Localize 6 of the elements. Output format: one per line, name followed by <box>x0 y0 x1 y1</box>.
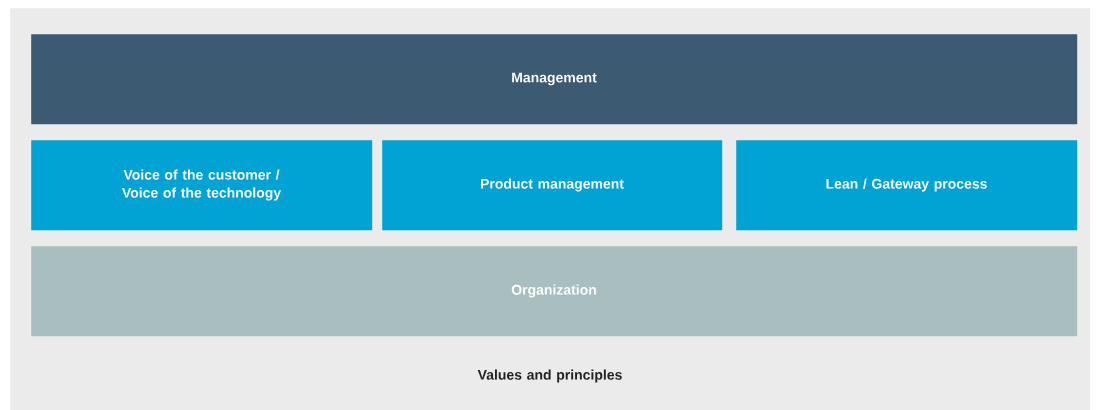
heading: Values and principles <box>477 369 622 383</box>
pillar-box: Voice of the customer / Voice of the technology <box>31 140 373 231</box>
pillar-box: Product management <box>382 140 723 231</box>
pillar-box: Lean / Gateway process <box>736 140 1078 231</box>
layer-band: Management <box>31 34 1078 125</box>
layer-band: Organization <box>31 246 1078 337</box>
